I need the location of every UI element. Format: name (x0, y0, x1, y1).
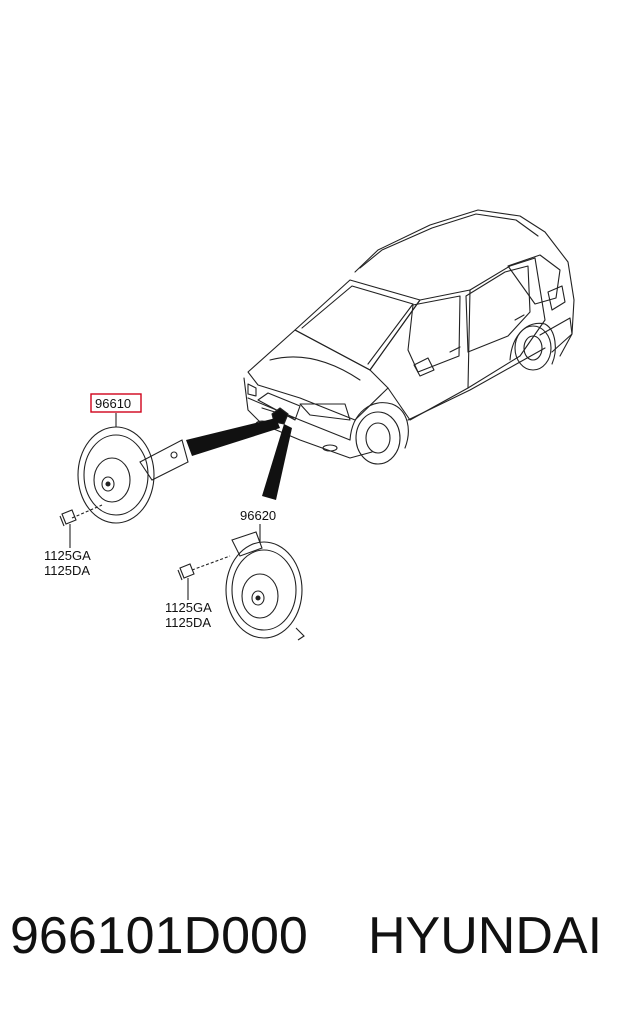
pointer-arrows (186, 418, 292, 500)
callout-96610: 96610 (95, 396, 131, 411)
bolt-b-icon (177, 555, 231, 600)
callout-highlight-box (90, 393, 142, 413)
bolt-a-icon (59, 504, 103, 548)
callout-1125GA-b: 1125GA (165, 600, 212, 615)
callout-1125GA-a: 1125GA (44, 548, 91, 563)
callout-96620: 96620 (240, 508, 276, 523)
callout-1125DA-a: 1125DA (44, 563, 90, 578)
horn-96620 (225, 524, 305, 641)
brand-name: HYUNDAI (368, 907, 603, 965)
part-number: 966101D000 (10, 907, 308, 965)
footer: 966101D000 HYUNDAI (0, 900, 620, 980)
callout-1125DA-b: 1125DA (165, 615, 211, 630)
parts-diagram: 96610 1125GA 1125DA 96620 1125GA 1125DA (44, 209, 575, 641)
horn-96610 (77, 413, 189, 524)
vehicle-illustration (243, 209, 575, 465)
